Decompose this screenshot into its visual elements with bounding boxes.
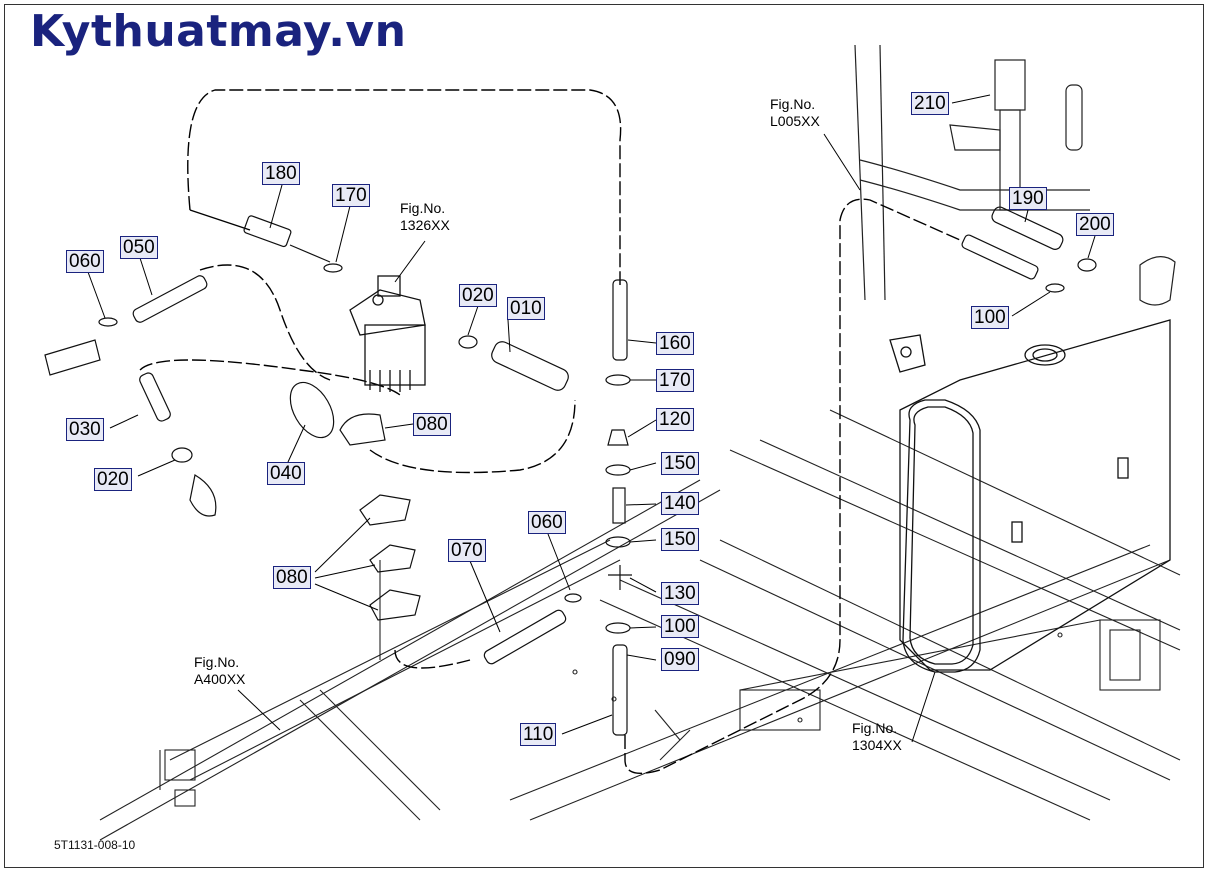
part-label-040[interactable]: 040 [267,462,305,485]
hose-180 [243,215,331,263]
part-label-060[interactable]: 060 [66,250,104,273]
fig-ref-number: A400XX [194,671,246,687]
fig-ref-number: 1304XX [852,737,902,753]
part-label-130[interactable]: 130 [661,582,699,605]
part-label-160[interactable]: 160 [656,332,694,355]
site-watermark: Kythuatmay.vn [30,6,407,57]
part-label-200[interactable]: 200 [1076,213,1114,236]
drawing-code: 5T1131-008-10 [54,838,136,852]
part-label-080[interactable]: 080 [413,413,451,436]
part-label-120[interactable]: 120 [656,408,694,431]
part-label-020-b[interactable]: 020 [94,468,132,491]
fig-ref-number: L005XX [770,113,820,129]
clamps [289,381,421,621]
leader-lines [87,94,1096,743]
part-label-010[interactable]: 010 [507,297,545,320]
part-label-030[interactable]: 030 [66,418,104,441]
fig-ref-prefix: Fig.No. [194,654,240,670]
fuel-filter [349,275,426,392]
fig-ref-prefix: Fig.No. [852,720,898,736]
part-label-050[interactable]: 050 [120,236,158,259]
part-label-170-b[interactable]: 170 [656,369,694,392]
part-label-100[interactable]: 100 [661,615,699,638]
part-label-090[interactable]: 090 [661,648,699,671]
part-label-080-b[interactable]: 080 [273,566,311,589]
fig-ref-prefix: Fig.No. [400,200,446,216]
fuel-tank [889,319,1171,673]
hose-010 [491,341,569,391]
drawing-frame [4,4,1204,868]
part-label-150[interactable]: 150 [661,452,699,475]
part-label-060-b[interactable]: 060 [528,511,566,534]
part-label-170[interactable]: 170 [332,184,370,207]
hose-030 [139,372,171,422]
fig-ref-a400xx[interactable]: Fig.No. A400XX [194,654,245,688]
part-label-070[interactable]: 070 [448,539,486,562]
hose-050 [132,275,208,323]
fig-ref-1326xx[interactable]: Fig.No. 1326XX [400,200,450,234]
chassis-frame [99,409,1181,841]
fig-ref-1304xx[interactable]: Fig.No. 1304XX [852,720,902,754]
fig-ref-l005xx[interactable]: Fig.No. L005XX [770,96,820,130]
hose-070 [483,609,567,665]
hose-160-090 [612,279,628,736]
part-label-110[interactable]: 110 [520,723,557,746]
part-label-140[interactable]: 140 [661,492,699,515]
hose-190 [961,206,1064,280]
part-label-210[interactable]: 210 [911,92,949,115]
part-label-190[interactable]: 190 [1009,187,1047,210]
part-label-100-b[interactable]: 100 [971,306,1009,329]
inline-fittings [44,258,1097,634]
fig-ref-number: 1326XX [400,217,450,233]
fuel-lines [139,89,961,774]
part-label-020[interactable]: 020 [459,284,497,307]
part-label-180[interactable]: 180 [262,162,300,185]
cab-pillar [854,44,1176,306]
fig-ref-prefix: Fig.No. [770,96,816,112]
part-label-150-b[interactable]: 150 [661,528,699,551]
